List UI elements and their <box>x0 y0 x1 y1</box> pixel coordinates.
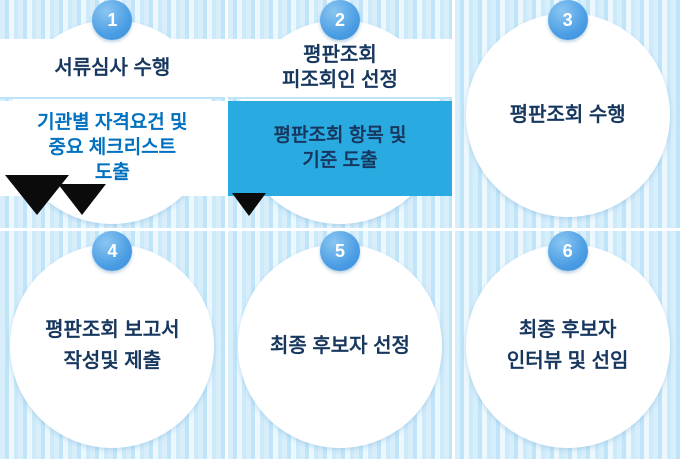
decorative-triangle <box>58 184 106 215</box>
step-number: 4 <box>107 240 118 261</box>
step-cell-5: 최종 후보자 선정 5 <box>227 231 453 459</box>
step-detail: 평판조회 항목 및 기준 도출 <box>227 101 453 196</box>
step-cell-6: 최종 후보자 인터뷰 및 선임 6 <box>455 231 680 459</box>
step-number: 6 <box>562 240 573 261</box>
step-cell-1: 서류심사 수행 기관별 자격요건 및 중요 체크리스트 도출 1 <box>0 0 225 228</box>
step-cell-4: 평판조회 보고서 작성및 제출 4 <box>0 231 225 459</box>
decorative-triangle <box>231 193 266 216</box>
step-title: 최종 후보자 선정 <box>270 334 410 357</box>
step-circle: 최종 후보자 인터뷰 및 선임 <box>465 244 670 448</box>
step-number-badge: 5 <box>319 231 360 271</box>
step-number-badge: 4 <box>92 231 133 271</box>
step-number: 3 <box>562 9 573 30</box>
step-title: 평판조회 보고서 작성및 제출 <box>45 319 180 372</box>
step-circle: 최종 후보자 선정 <box>237 244 442 448</box>
step-title: 평판조회 피조회인 선정 <box>227 39 453 99</box>
step-circle: 평판조회 수행 <box>465 13 670 217</box>
step-circle: 평판조회 보고서 작성및 제출 <box>10 244 215 448</box>
step-detail: 기관별 자격요건 및 중요 체크리스트 도출 <box>0 101 225 196</box>
step-title: 최종 후보자 인터뷰 및 선임 <box>506 319 629 372</box>
step-number-badge: 2 <box>319 0 360 40</box>
step-number-badge: 6 <box>547 231 588 271</box>
step-cell-3: 평판조회 수행 3 <box>455 0 680 228</box>
step-number: 2 <box>334 9 345 30</box>
step-title: 평판조회 수행 <box>509 103 626 126</box>
step-number-badge: 1 <box>92 0 133 40</box>
step-number: 1 <box>107 9 118 30</box>
step-number-badge: 3 <box>547 0 588 40</box>
step-cell-2: 평판조회 피조회인 선정 평판조회 항목 및 기준 도출 2 <box>227 0 453 228</box>
step-number: 5 <box>334 240 345 261</box>
step-title: 서류심사 수행 <box>0 39 225 99</box>
